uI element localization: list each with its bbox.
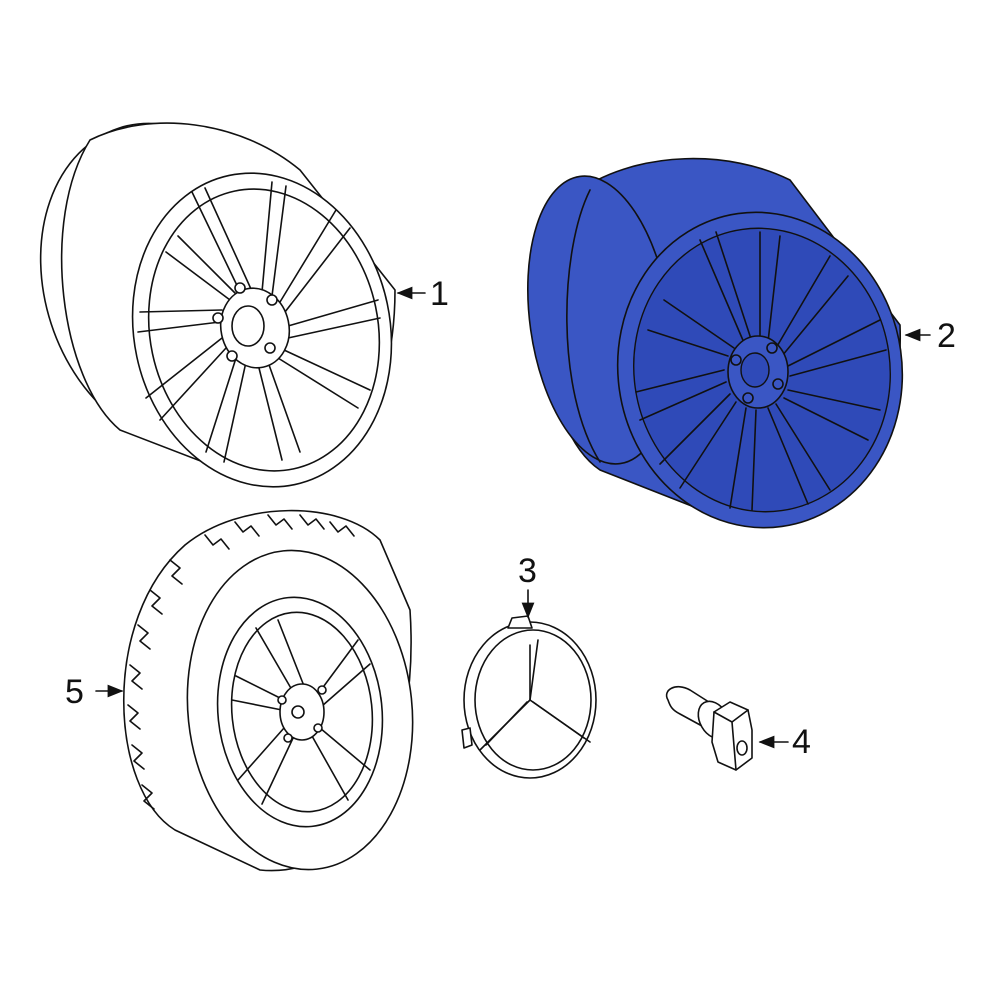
callout-label-2: 2 (937, 317, 956, 355)
wheel-part-2-highlighted[interactable] (511, 157, 923, 547)
wheel-bolt-part-4[interactable] (665, 685, 753, 771)
leader-lines (95, 286, 931, 749)
wheel-part-1[interactable] (0, 89, 420, 511)
center-cap-part-3[interactable] (461, 615, 597, 779)
callout-label-3: 3 (518, 552, 537, 590)
tire-assembly-part-5[interactable] (123, 509, 428, 881)
callout-label-1: 1 (430, 275, 449, 313)
callout-label-4: 4 (792, 723, 811, 761)
wheel-2-spokes (635, 231, 887, 511)
callout-label-5: 5 (65, 673, 84, 711)
wheel-1-spokes (137, 181, 381, 463)
